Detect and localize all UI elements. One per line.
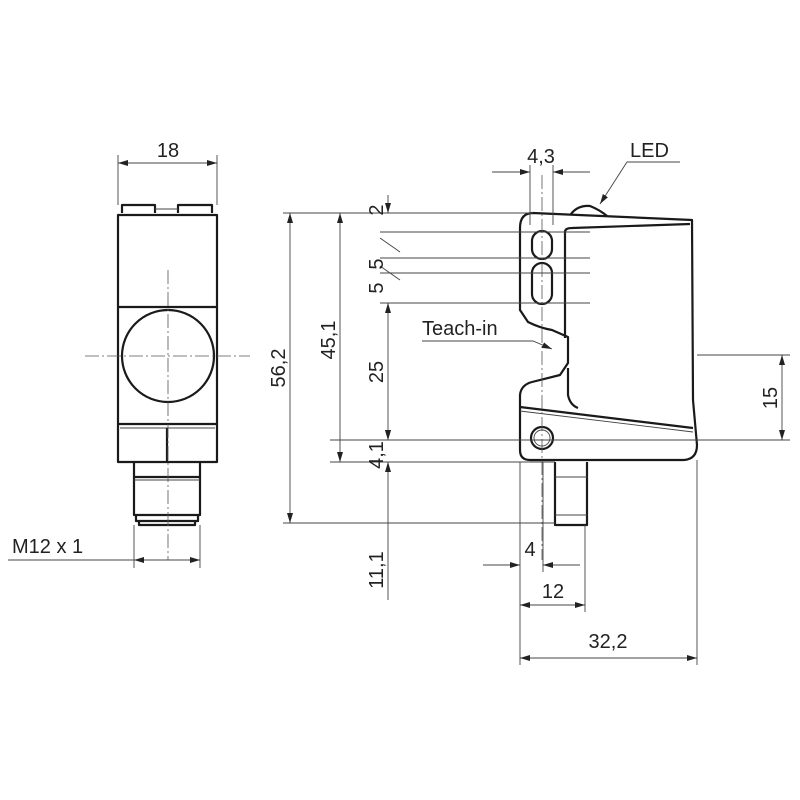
- front-top-tab-right: [176, 203, 214, 213]
- front-top-tab-left: [120, 203, 157, 213]
- dim-chain-mid: 25: [366, 361, 388, 383]
- side-body-outline: [518, 211, 699, 462]
- dim-chain-lens1: 5: [366, 258, 388, 269]
- side-connector: [553, 462, 589, 527]
- dim-connector-position: 12: [542, 581, 564, 603]
- dim-depth: 32,2: [589, 631, 628, 653]
- dim-hole-offset: 4: [524, 539, 535, 561]
- led-label: LED: [630, 140, 669, 162]
- teach-in-label: Teach-in: [422, 318, 498, 340]
- led-bump: [570, 204, 608, 217]
- side-inner-outline: [563, 222, 691, 410]
- dim-chain-top: 2: [366, 204, 388, 215]
- dim-body-height: 45,1: [318, 321, 340, 360]
- dim-connector-length: 11,1: [366, 551, 388, 588]
- front-connector: [132, 462, 202, 527]
- dim-side-height: 15: [760, 387, 782, 409]
- front-body: [116, 213, 219, 464]
- dim-lens-offset: 4,3: [527, 146, 555, 168]
- front-view: 18 M12 x 1: [8, 140, 250, 568]
- dim-chain-hole: 4,1: [366, 441, 388, 469]
- dim-thread: M12 x 1: [12, 536, 83, 558]
- dim-chain-lens2: 5: [366, 282, 388, 293]
- dim-width-front: 18: [157, 140, 179, 162]
- side-view: 56,2 45,1 2 5 5 25 4,1 11,1 15 4,3 LED T…: [268, 140, 790, 665]
- side-band: [519, 405, 694, 430]
- dim-total-height: 56,2: [268, 349, 290, 388]
